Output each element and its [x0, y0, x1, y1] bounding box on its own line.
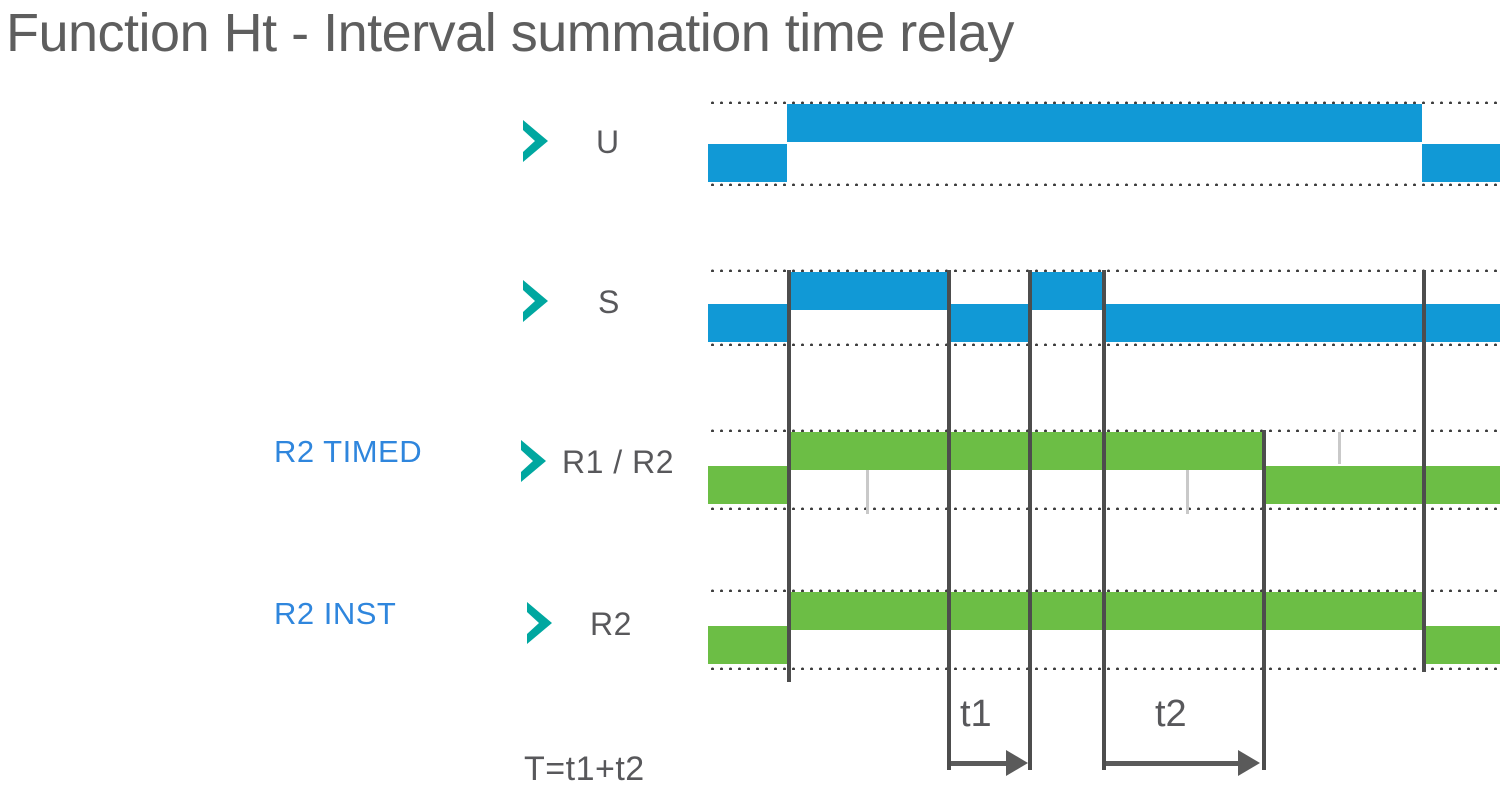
signal-label-s: S [598, 284, 620, 320]
annotation-label-total: T=t1+t2 [524, 750, 645, 788]
tick-thin [1186, 470, 1189, 514]
tick-thin [866, 470, 869, 514]
segment-low [708, 626, 787, 664]
chevron-right-icon [520, 278, 550, 324]
segment-low [1262, 466, 1500, 504]
segment-high [787, 104, 1422, 142]
chevron-right-icon [520, 118, 550, 164]
annotation-arrow-t1-head [1006, 750, 1028, 776]
annotation-label-t1: t1 [960, 693, 992, 735]
annotation-arrow-t2-head [1238, 750, 1260, 776]
chevron-right-icon [524, 600, 554, 646]
dotted-guide-bottom [708, 182, 1500, 186]
guide-line-6 [1422, 270, 1426, 672]
segment-high [787, 432, 1262, 470]
segment-low [708, 466, 787, 504]
segment-low [708, 304, 787, 342]
guide-line-2 [947, 270, 951, 770]
segment-low [947, 304, 1028, 342]
mode-label-r2-inst: R2 INST [274, 596, 397, 631]
segment-high [1028, 272, 1102, 310]
waveform-track-u [708, 100, 1500, 186]
segment-low [1422, 144, 1500, 182]
segment-low [708, 144, 787, 182]
signal-label-r2: R2 [590, 606, 632, 642]
signal-label-u: U [596, 124, 620, 160]
segment-high [787, 272, 947, 310]
segment-low [1422, 626, 1500, 664]
guide-line-5 [1262, 430, 1266, 770]
chevron-right-icon [518, 438, 548, 484]
guide-line-3 [1028, 270, 1032, 770]
guide-line-4 [1102, 270, 1106, 770]
tick-thin [1338, 432, 1341, 464]
annotation-arrow-t2-line [1106, 761, 1251, 766]
signal-label-r1r2: R1 / R2 [562, 444, 674, 480]
guide-line-1 [787, 270, 791, 682]
dotted-guide-top [708, 100, 1500, 104]
segment-low [1102, 304, 1500, 342]
annotation-label-t2: t2 [1155, 693, 1187, 735]
page-title: Function Ht - Interval summation time re… [6, 3, 1014, 63]
annotation-arrow-t1-line [951, 761, 1019, 766]
mode-label-r2-timed: R2 TIMED [274, 434, 423, 469]
